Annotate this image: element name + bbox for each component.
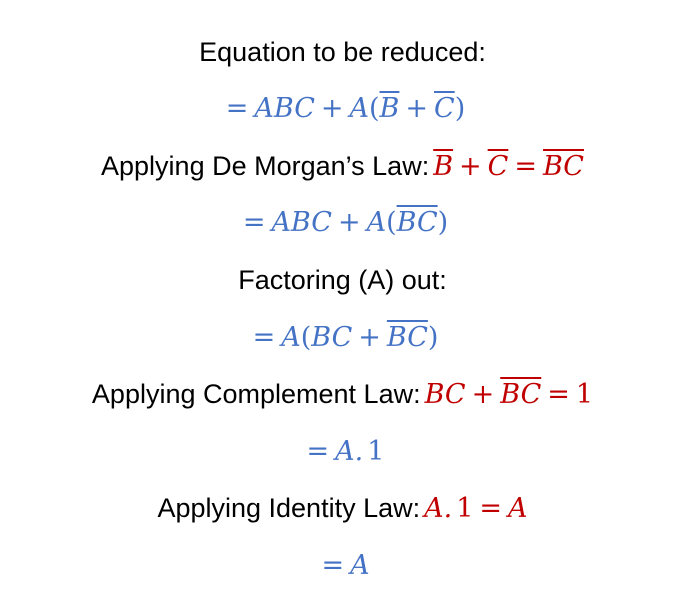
plus-sign: + xyxy=(405,93,429,124)
term-one: 1 xyxy=(575,379,594,410)
term-a: A xyxy=(281,322,301,353)
plus-sign: + xyxy=(358,322,381,353)
term-abc: ABC xyxy=(254,93,315,124)
plus-sign: + xyxy=(459,151,482,182)
paren-right: ) xyxy=(454,93,466,124)
result-after-factoring: =A(BC+BC) xyxy=(0,318,685,358)
term-b-bar: B xyxy=(379,93,400,124)
term-a: A xyxy=(349,93,370,124)
law-expression: A.1=A xyxy=(424,493,527,524)
law-expression: B+C=BC xyxy=(433,151,584,182)
result-after-complement: =A.1 xyxy=(0,432,685,472)
term-b-bar: B xyxy=(433,151,454,182)
paren-left: ( xyxy=(369,93,380,124)
term-a: A xyxy=(508,493,528,524)
label-text: Factoring (A) out: xyxy=(238,265,447,295)
equals-sign: = xyxy=(547,379,570,410)
term-bc-bar: BC xyxy=(386,322,428,353)
step-identity: Applying Identity Law: A.1=A xyxy=(0,488,685,528)
term-bc: BC xyxy=(424,379,466,410)
step-label-factoring: Factoring (A) out: xyxy=(0,260,685,300)
term-c-bar: C xyxy=(434,93,455,124)
plus-sign: + xyxy=(337,207,361,238)
step-label-equation: Equation to be reduced: xyxy=(0,32,685,72)
term-one: 1 xyxy=(456,493,474,524)
term-bc: BC xyxy=(311,322,353,353)
equals-sign: = xyxy=(321,550,345,581)
term-a: A xyxy=(350,550,370,581)
plus-sign: + xyxy=(471,379,495,410)
plus-sign: + xyxy=(320,93,344,124)
paren-left: ( xyxy=(386,207,397,238)
equals-sign: = xyxy=(242,207,266,238)
term-abc: ABC xyxy=(271,207,332,238)
term-c-bar: C xyxy=(487,151,509,182)
term-one: 1 xyxy=(367,436,385,467)
step-complement: Applying Complement Law: BC+BC=1 xyxy=(0,374,685,414)
term-bc-bar: BC xyxy=(542,151,584,182)
paren-right: ) xyxy=(437,207,449,238)
step-de-morgan: Applying De Morgan’s Law: B+C=BC xyxy=(0,146,685,186)
equals-sign: = xyxy=(514,151,537,182)
law-expression: BC+BC=1 xyxy=(425,379,593,410)
equals-sign: = xyxy=(225,93,249,124)
paren-left: ( xyxy=(300,322,312,353)
equals-sign: = xyxy=(252,322,276,353)
term-a: A. xyxy=(335,436,364,467)
result-final: =A xyxy=(0,546,685,586)
equals-sign: = xyxy=(479,493,503,524)
label-text: Applying Complement Law: xyxy=(91,379,421,409)
equals-sign: = xyxy=(306,436,330,467)
result-original-equation: =ABC+A(B+C) xyxy=(0,89,685,129)
term-bc-bar: BC xyxy=(396,207,438,238)
term-a: A xyxy=(366,207,387,238)
label-text: Applying Identity Law: xyxy=(157,493,421,523)
paren-right: ) xyxy=(427,322,439,353)
term-bc-bar: BC xyxy=(500,379,542,410)
result-after-de-morgan: =ABC+A(BC) xyxy=(0,203,685,243)
label-text: Equation to be reduced: xyxy=(199,37,486,67)
label-text: Applying De Morgan’s Law: xyxy=(101,151,430,181)
term-a: A. xyxy=(424,493,453,524)
